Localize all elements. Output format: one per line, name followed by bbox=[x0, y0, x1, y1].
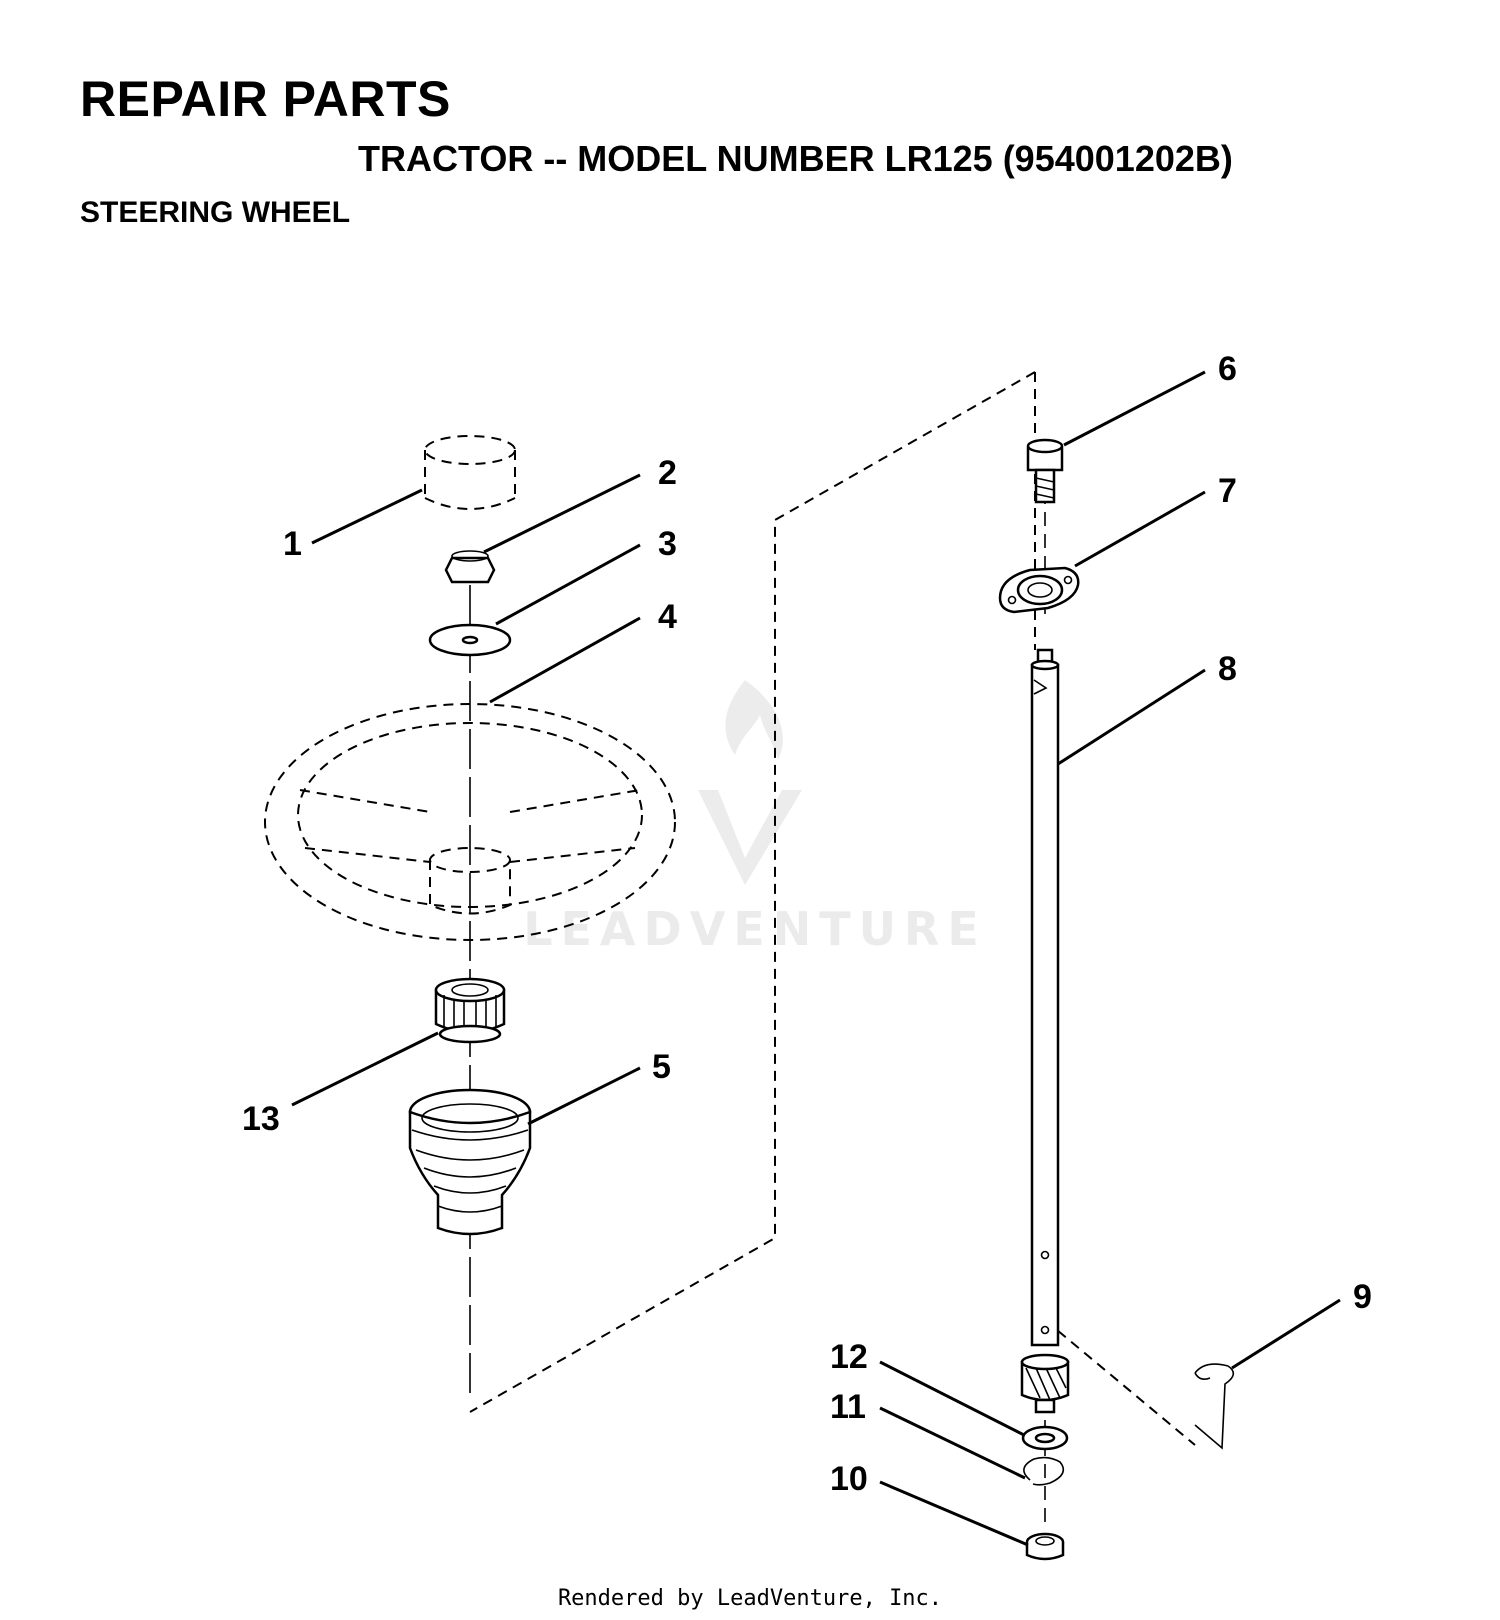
leader-10 bbox=[879, 1480, 1029, 1547]
watermark-text: LEADVENTURE bbox=[523, 902, 987, 956]
callout-10: 10 bbox=[830, 1460, 868, 1498]
callout-5: 5 bbox=[652, 1048, 671, 1086]
callout-12: 12 bbox=[830, 1338, 868, 1376]
leader-1 bbox=[311, 488, 423, 545]
leader-2 bbox=[483, 473, 641, 554]
leader-13 bbox=[291, 1031, 439, 1107]
page-title: REPAIR PARTS bbox=[80, 71, 451, 127]
leader-11 bbox=[879, 1406, 1026, 1480]
flame-v-logo-icon bbox=[698, 680, 802, 885]
leader-12 bbox=[879, 1360, 1025, 1437]
callout-3: 3 bbox=[658, 525, 677, 563]
callout-numbers: 1 2 3 4 5 6 7 8 9 10 11 12 13 bbox=[242, 350, 1372, 1498]
leader-lines bbox=[291, 370, 1341, 1547]
callout-6: 6 bbox=[1218, 350, 1237, 388]
footer-credit: Rendered by LeadVenture, Inc. bbox=[557, 1586, 943, 1611]
part-3-washer bbox=[428, 623, 512, 657]
part-6-bolt bbox=[1026, 438, 1064, 504]
leader-3 bbox=[495, 543, 641, 626]
part-11-retaining-ring bbox=[1023, 1456, 1065, 1486]
part-2-nut bbox=[444, 550, 496, 584]
leader-8 bbox=[1057, 668, 1206, 766]
part-13-splined-adapter bbox=[434, 977, 506, 1044]
part-5-steering-cone bbox=[408, 1088, 532, 1236]
callout-2: 2 bbox=[658, 454, 677, 492]
callout-8: 8 bbox=[1218, 650, 1237, 688]
assembly-frame bbox=[469, 371, 1196, 1446]
callout-9: 9 bbox=[1353, 1278, 1372, 1316]
callout-1: 1 bbox=[283, 525, 302, 563]
leader-5 bbox=[527, 1066, 641, 1126]
part-7-flange-bearing bbox=[998, 566, 1080, 614]
watermark: LEADVENTURE bbox=[523, 680, 987, 956]
part-4-steering-wheel bbox=[264, 703, 676, 941]
leader-4 bbox=[489, 616, 641, 704]
callout-13: 13 bbox=[242, 1100, 280, 1138]
part-8-steering-shaft bbox=[1030, 648, 1060, 1347]
leader-7 bbox=[1074, 490, 1206, 568]
part-12-washer bbox=[1021, 1425, 1069, 1451]
part-1-cap bbox=[424, 435, 516, 510]
model-subtitle: TRACTOR -- MODEL NUMBER LR125 (954001202… bbox=[358, 138, 1233, 179]
callout-11: 11 bbox=[830, 1388, 866, 1426]
callout-7: 7 bbox=[1218, 472, 1237, 510]
part-10-bushing bbox=[1025, 1532, 1065, 1561]
part-9-clip bbox=[1194, 1363, 1235, 1450]
pinion-gear bbox=[1020, 1353, 1070, 1414]
leader-6 bbox=[1063, 370, 1206, 447]
section-title: STEERING WHEEL bbox=[80, 196, 351, 229]
callout-4: 4 bbox=[658, 598, 677, 636]
leader-9 bbox=[1231, 1298, 1341, 1370]
